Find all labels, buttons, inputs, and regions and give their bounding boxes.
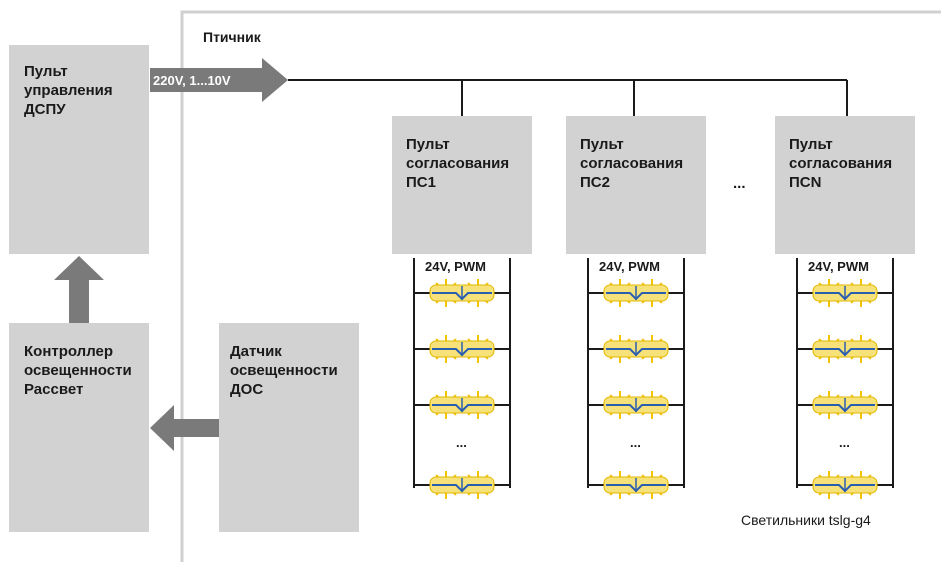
led-luminaire-icon	[603, 335, 669, 363]
sensor-to-controller-arrow	[150, 405, 219, 451]
led-luminaire-icon	[812, 471, 878, 499]
power-feed-label: 220V, 1...10V	[153, 73, 231, 88]
psn-output-label: 24V, PWM	[808, 259, 869, 274]
sensor-box	[219, 323, 359, 532]
ps2-lamp-ellipsis: ...	[630, 435, 641, 450]
controller-to-dspu-arrow	[54, 256, 104, 324]
led-luminaire-icon	[812, 335, 878, 363]
ps1-lamp-ellipsis: ...	[456, 435, 467, 450]
led-luminaire-icon	[429, 279, 495, 307]
house-boundary	[180, 10, 941, 562]
led-luminaire-icon	[812, 279, 878, 307]
matching-panel-psn	[775, 116, 915, 254]
matching-panel-psn-title: Пульт согласования ПСN	[789, 136, 893, 191]
ps1-output-label: 24V, PWM	[425, 259, 486, 274]
psn-lamp-ellipsis: ...	[839, 435, 850, 450]
ps2-output-label: 24V, PWM	[599, 259, 660, 274]
controller-title: Контроллер освещенности Рассвет	[24, 343, 132, 398]
matching-panel-ps1	[392, 116, 532, 254]
controller-box	[9, 323, 149, 532]
matching-panel-ps2	[566, 116, 706, 254]
led-luminaire-icon	[429, 391, 495, 419]
dspu-box	[9, 45, 149, 254]
led-luminaire-icon	[812, 391, 878, 419]
led-luminaire-icon	[429, 471, 495, 499]
matching-panel-ps1-title: Пульт согласования ПС1	[406, 136, 510, 191]
luminaires-caption: Светильники tslg-g4	[741, 512, 871, 528]
led-luminaire-icon	[603, 279, 669, 307]
led-luminaire-icon	[603, 391, 669, 419]
panels-ellipsis: ...	[733, 175, 746, 192]
led-luminaire-icon	[429, 335, 495, 363]
dspu-title: Пульт управления ДСПУ	[24, 63, 113, 118]
sensor-title: Датчик освещенности ДОС	[230, 343, 338, 398]
house-label: Птичник	[203, 29, 261, 45]
power-feed-arrow	[150, 58, 288, 102]
matching-panel-ps2-title: Пульт согласования ПС2	[580, 136, 684, 191]
led-luminaire-icon	[603, 471, 669, 499]
